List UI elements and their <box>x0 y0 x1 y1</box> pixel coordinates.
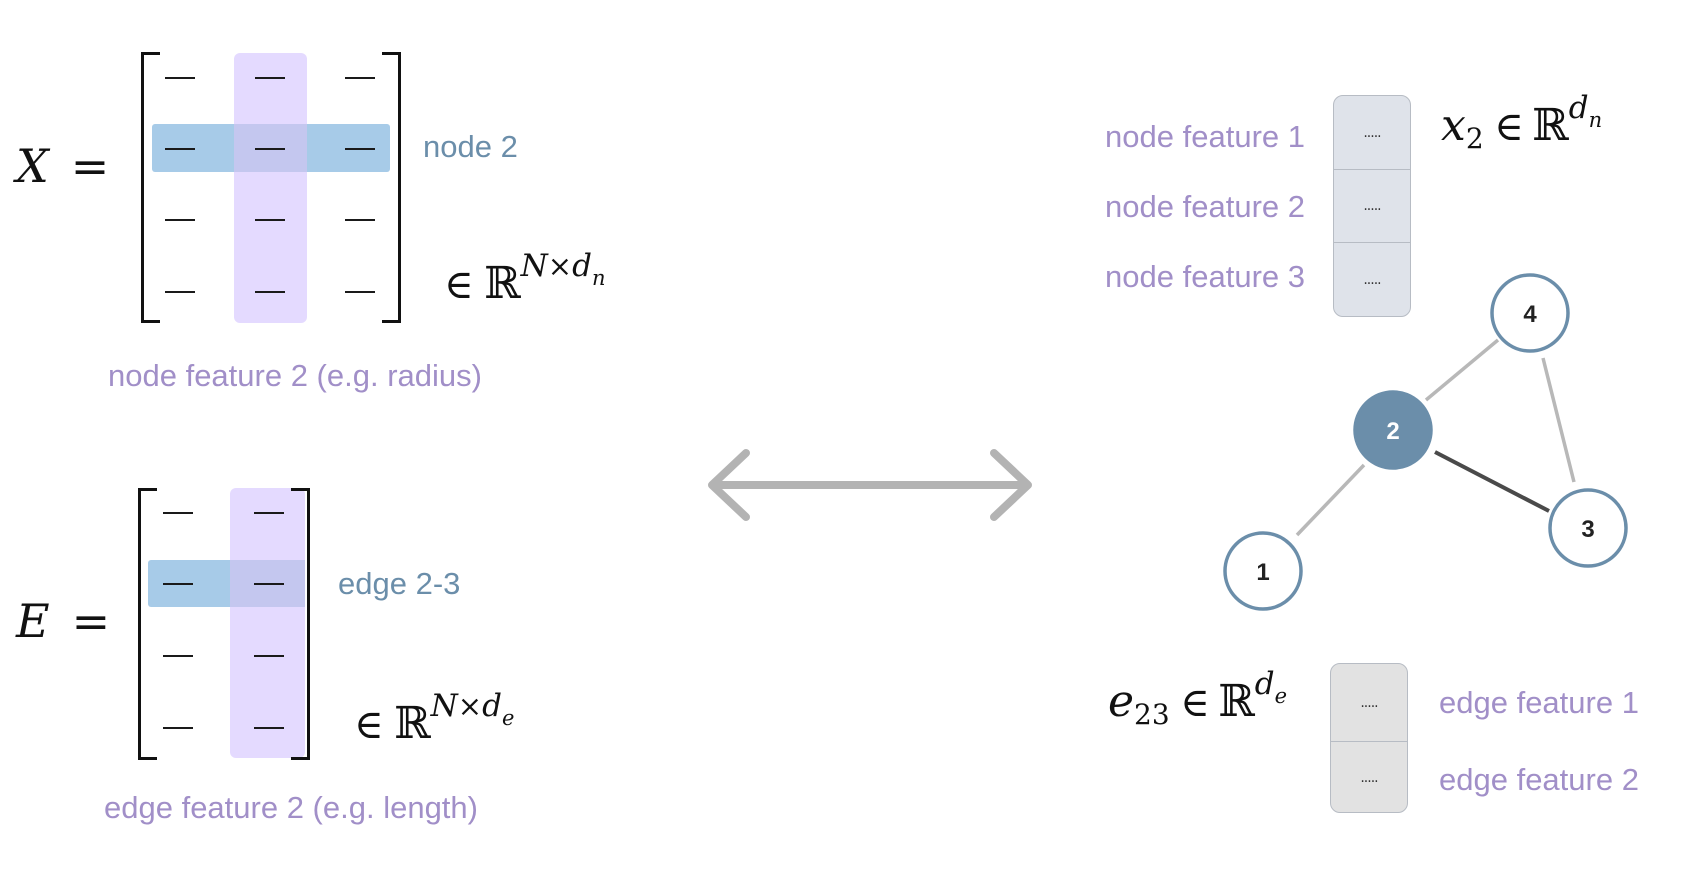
edge-vector-cell: ..... <box>1331 664 1407 742</box>
edge-feature-column-highlight <box>230 488 305 758</box>
node-feature-vector: ..... ..... ..... <box>1333 95 1411 317</box>
node-matrix-var: X <box>16 139 49 193</box>
node-vector-cell: ..... <box>1363 271 1381 288</box>
edge-matrix-cell <box>163 655 193 657</box>
node-matrix-cell <box>255 291 285 293</box>
double-arrow-icon <box>708 449 1032 521</box>
node-feature-column-highlight <box>234 53 307 323</box>
graph: 1 2 3 4 <box>1223 273 1628 611</box>
node-matrix-cell <box>165 148 195 150</box>
node-matrix-cell <box>255 219 285 221</box>
node-matrix-cell <box>345 148 375 150</box>
graph-node-label: 4 <box>1523 301 1537 328</box>
node-matrix-equals: = <box>70 139 110 193</box>
edge-vector-expr: e23 ∈ ℝde <box>1108 666 1288 731</box>
edge-row-label: edge 2-3 <box>338 566 461 601</box>
edge-matrix-cell <box>163 512 193 514</box>
edge-feature-vector: ..... ..... <box>1330 663 1408 813</box>
edge-matrix-var: E <box>16 594 50 648</box>
node-matrix-lhs: X= <box>16 138 109 194</box>
edge-matrix-cell <box>254 583 284 585</box>
graph-edge <box>1295 463 1366 537</box>
graph-node-4: 4 <box>1490 273 1570 353</box>
node-matrix-cell <box>165 77 195 79</box>
edge-matrix: E= edge 2-3 edge feature 2 (e.g. length)… <box>0 470 660 840</box>
node-matrix-cell <box>165 219 195 221</box>
node-matrix-space: ∈ ℝN×dn <box>444 248 606 309</box>
edge-matrix-space: ∈ ℝN×de <box>354 688 515 749</box>
edge-matrix-left-bracket <box>138 488 157 760</box>
edge-matrix-equals: = <box>71 594 111 648</box>
node-feature-label: node feature 3 <box>1105 259 1305 294</box>
graph-node-label: 1 <box>1256 559 1269 586</box>
graph-edge <box>1424 338 1500 402</box>
node-matrix-cell <box>255 148 285 150</box>
graph-node-2: 2 <box>1353 390 1433 470</box>
edge-matrix-lhs: E= <box>16 593 110 649</box>
node-matrix-cell <box>345 77 375 79</box>
node-matrix-cell <box>345 291 375 293</box>
node-matrix-cell <box>165 291 195 293</box>
graph-edge <box>1541 357 1576 483</box>
edge-matrix-cell <box>254 655 284 657</box>
graph-node-3: 3 <box>1548 488 1628 568</box>
edge-feature-label: edge feature 2 <box>1439 762 1639 797</box>
node-feature-label: node feature 2 <box>1105 189 1305 224</box>
node-row-label: node 2 <box>423 129 518 164</box>
edge-matrix-cell <box>254 512 284 514</box>
edge-matrix-cell <box>254 727 284 729</box>
graph-edge-highlighted <box>1434 450 1550 513</box>
graph-node-label: 3 <box>1581 516 1594 543</box>
edge-column-label: edge feature 2 (e.g. length) <box>104 790 478 825</box>
graph-node-label: 2 <box>1386 418 1399 445</box>
graph-node-1: 1 <box>1223 531 1303 611</box>
node-matrix: X= node 2 node feature 2 (e.g. radius) ∈… <box>0 0 660 400</box>
node-matrix-right-bracket <box>382 52 401 323</box>
edge-feature-label: edge feature 1 <box>1439 685 1639 720</box>
node-vector-cell: ..... <box>1334 170 1410 243</box>
node-matrix-left-bracket <box>141 52 160 323</box>
node-vector-cell: ..... <box>1334 96 1410 170</box>
edge-vector-cell: ..... <box>1360 769 1378 786</box>
edge-matrix-cell <box>163 727 193 729</box>
node-column-label: node feature 2 (e.g. radius) <box>108 358 482 393</box>
node-feature-label: node feature 1 <box>1105 119 1305 154</box>
node-matrix-cell <box>345 219 375 221</box>
node-matrix-cell <box>255 77 285 79</box>
edge-matrix-cell <box>163 583 193 585</box>
edge-matrix-right-bracket <box>291 488 310 760</box>
node-vector-expr: x2 ∈ ℝdn <box>1441 90 1603 155</box>
